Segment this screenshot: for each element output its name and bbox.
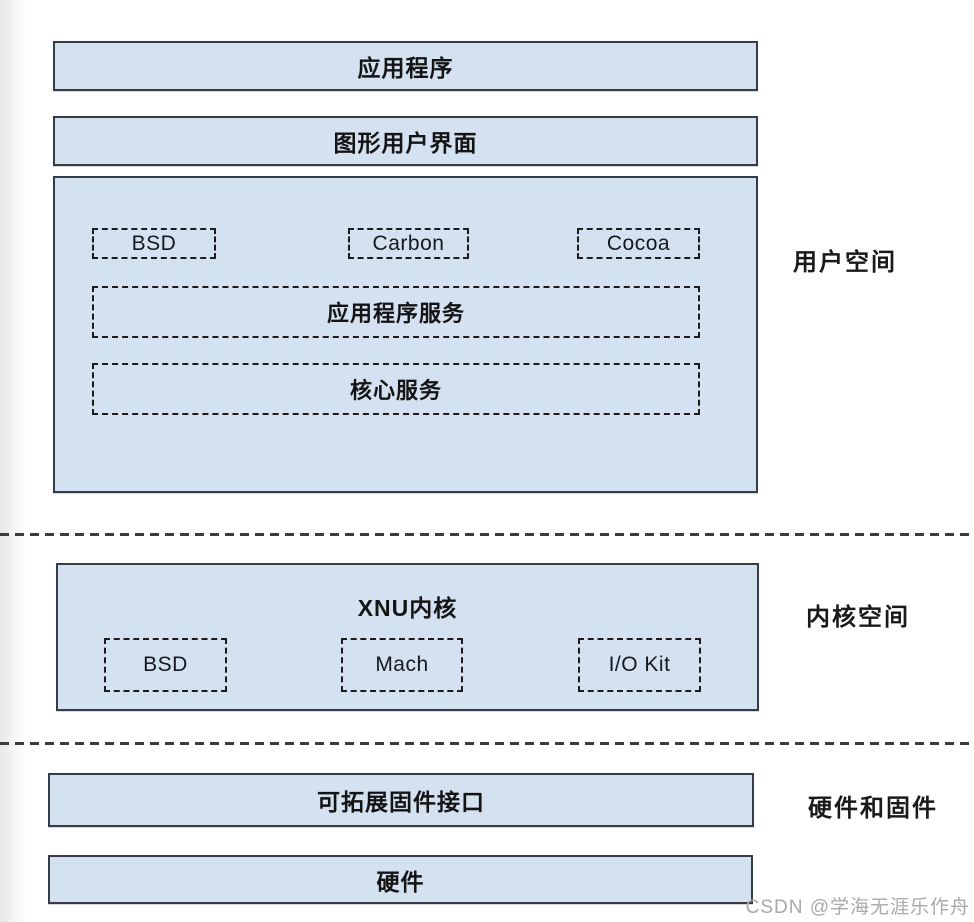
application-services-box: 应用程序服务 [92, 286, 700, 338]
layer-box-gui: 图形用户界面 [53, 116, 758, 166]
user-space-carbon-label: Carbon [372, 231, 445, 255]
kernel-space-box: XNU内核 BSD Mach I/O Kit [56, 563, 759, 711]
kernel-space-side-label: 内核空间 [806, 604, 910, 631]
gui-label: 图形用户界面 [333, 130, 478, 156]
kernel-mach-box: Mach [341, 638, 463, 692]
hardware-label: 硬件 [376, 868, 425, 895]
kernel-iokit-box: I/O Kit [578, 638, 701, 692]
user-space-side-label: 用户空间 [793, 249, 897, 276]
left-edge-shading [0, 0, 28, 922]
core-services-label: 核心服务 [349, 378, 442, 403]
user-space-bsd-box: BSD [92, 228, 216, 259]
application-services-label: 应用程序服务 [326, 301, 465, 326]
kernel-iokit-label: I/O Kit [608, 653, 671, 676]
hardware-box: 硬件 [48, 855, 753, 904]
efi-box: 可拓展固件接口 [48, 773, 754, 827]
layer-box-application: 应用程序 [53, 41, 758, 91]
hardware-firmware-side-label: 硬件和固件 [808, 795, 938, 822]
xnu-kernel-title: XNU内核 [357, 595, 458, 621]
csdn-watermark: CSDN @学海无涯乐作舟 [745, 897, 970, 918]
kernel-bsd-box: BSD [104, 638, 227, 692]
kernel-mach-label: Mach [375, 653, 429, 676]
user-kernel-divider [0, 533, 974, 536]
user-space-cocoa-label: Cocoa [606, 231, 671, 255]
user-space-box: BSD Carbon Cocoa 应用程序服务 核心服务 [53, 176, 758, 493]
application-label: 应用程序 [357, 55, 454, 81]
user-space-carbon-box: Carbon [348, 228, 469, 259]
kernel-bsd-label: BSD [143, 653, 188, 676]
user-space-cocoa-box: Cocoa [577, 228, 700, 259]
core-services-box: 核心服务 [92, 363, 700, 415]
kernel-hardware-divider [0, 742, 974, 745]
efi-label: 可拓展固件接口 [317, 789, 485, 815]
user-space-bsd-label: BSD [131, 231, 177, 255]
